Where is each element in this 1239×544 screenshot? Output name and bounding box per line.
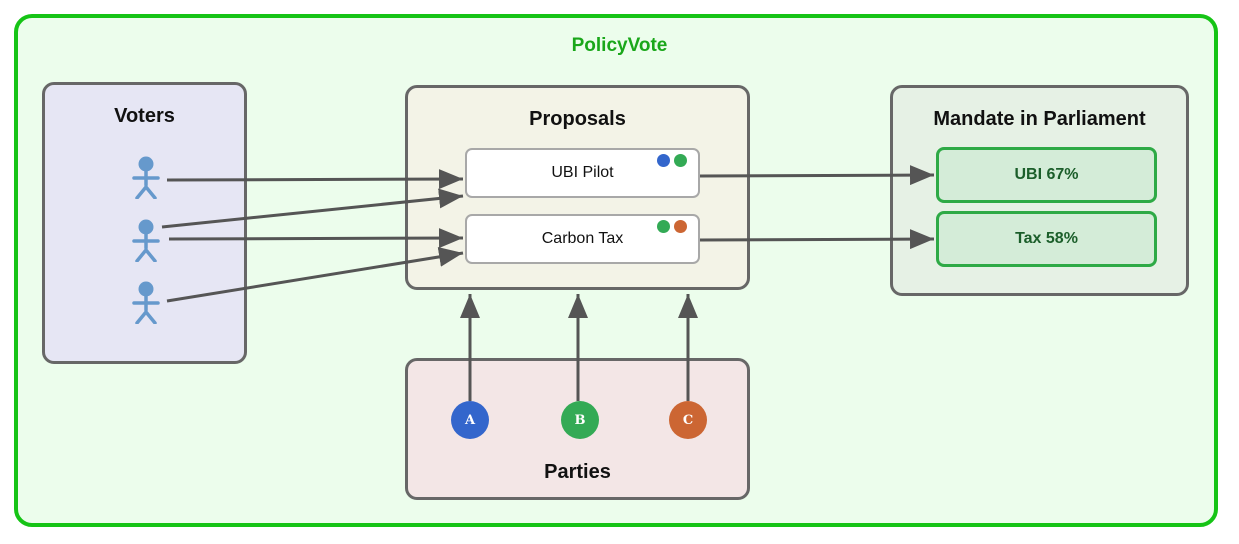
person-icon — [132, 219, 160, 262]
mandate-tax[interactable]: Tax 58% — [936, 211, 1157, 267]
mandate-ubi[interactable]: UBI 67% — [936, 147, 1157, 203]
diagram-title: PolicyVote — [571, 35, 668, 56]
proposal-carbon-tax[interactable]: Carbon Tax — [465, 214, 700, 264]
party-b-dot-icon — [674, 154, 687, 167]
party-c-dot-icon — [674, 220, 687, 233]
voters-title: Voters — [114, 105, 175, 127]
person-icon — [132, 281, 160, 324]
party-c-node[interactable]: C — [669, 401, 707, 439]
person-icon — [132, 156, 160, 199]
party-b-dot-icon — [657, 220, 670, 233]
party-b-node[interactable]: B — [561, 401, 599, 439]
proposal-ubi-pilot[interactable]: UBI Pilot — [465, 148, 700, 198]
party-a-dot-icon — [657, 154, 670, 167]
mandate-title: Mandate in Parliament — [933, 108, 1146, 130]
proposal-label: Carbon Tax — [541, 230, 624, 247]
proposals-title: Proposals — [529, 108, 626, 130]
parties-title: Parties — [544, 461, 611, 483]
party-a-node[interactable]: A — [451, 401, 489, 439]
proposal-label: UBI Pilot — [551, 164, 614, 181]
